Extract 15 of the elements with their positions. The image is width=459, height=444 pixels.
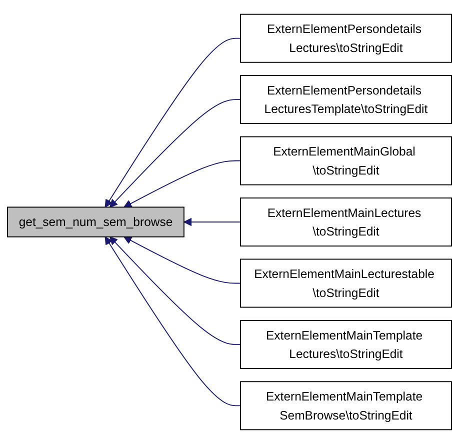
node-box: ExternElementPersondetails Lectures\toStringEdit	[240, 14, 452, 63]
node-box: ExternElementMainLectures \toStringEdit	[240, 198, 452, 246]
arrow	[104, 38, 241, 208]
node-box: get_sem_num_sem_browse	[7, 206, 184, 238]
arrow	[124, 236, 241, 284]
arrow	[104, 236, 241, 406]
arrow	[109, 236, 241, 345]
node-box: ExternElementPersondetails LecturesTemplate\toStringEdit	[240, 75, 452, 124]
node-box: ExternElementMainLecturestable \toStringEdit	[240, 258, 452, 308]
node-box: ExternElementMainTemplate SemBrowse\toStringEdit	[240, 381, 452, 430]
arrow	[124, 160, 241, 208]
node-box: ExternElementMainTemplate Lectures\toStringEdit	[240, 320, 452, 369]
arrow	[184, 218, 241, 226]
arrow	[109, 99, 241, 208]
node-box: ExternElementMainGlobal \toStringEdit	[240, 136, 452, 186]
